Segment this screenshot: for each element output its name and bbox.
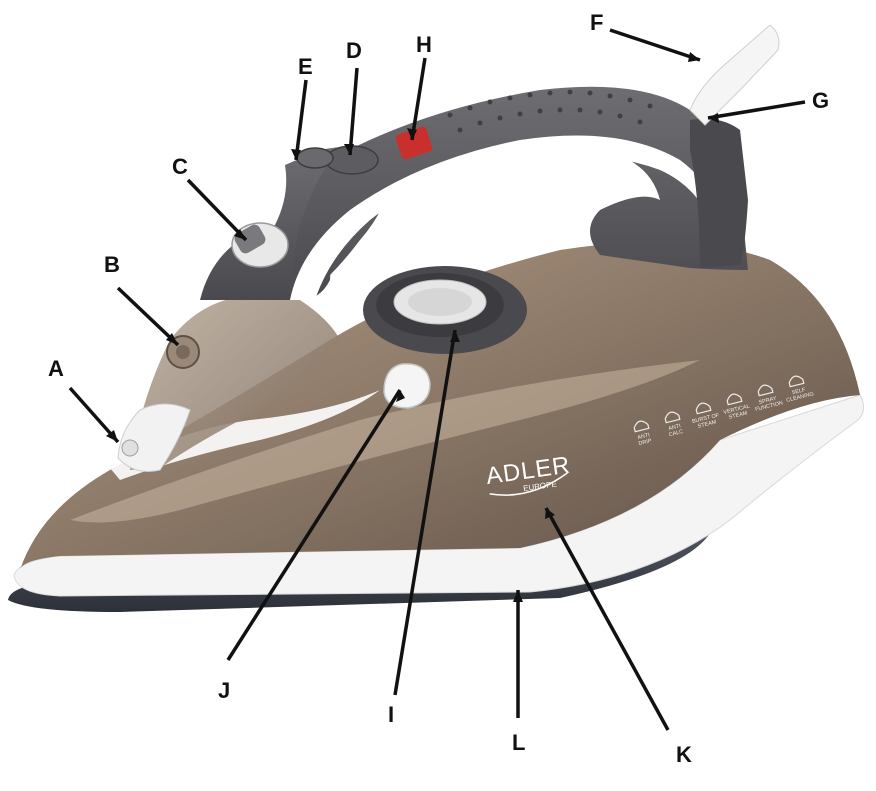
- handle-grip-dots: [447, 89, 653, 133]
- rear-heel: [690, 118, 748, 268]
- feature-anti-drip-label-2: DRIP: [638, 438, 653, 447]
- cord-protector: [689, 24, 780, 126]
- feature-anti-drip-label-1: ANTI: [637, 432, 651, 441]
- indicator-light: [395, 126, 433, 160]
- callout-line-d: [348, 67, 359, 156]
- spray-function-icon: [757, 384, 774, 397]
- feature-burst-steam-label-2: STEAM: [697, 419, 717, 430]
- steam-control-knob[interactable]: [231, 222, 289, 268]
- callout-line-i: [393, 329, 457, 696]
- callout-l: L: [512, 730, 526, 755]
- feature-anti-calc-label-2: CALC: [668, 429, 684, 438]
- callout-a: A: [48, 356, 64, 381]
- vertical-steam-icon: [726, 393, 743, 406]
- callout-line-c: [186, 178, 248, 242]
- callout-j: J: [218, 678, 231, 703]
- callout-d: D: [346, 38, 362, 63]
- callout-line-h: [410, 57, 427, 141]
- feature-self-cleaning-label-1: SELF: [791, 387, 806, 396]
- callout-lines: [68, 28, 806, 731]
- spray-button[interactable]: [296, 147, 334, 169]
- callout-line-j: [226, 389, 402, 661]
- feature-spray-function-label-1: SPRAY: [758, 396, 777, 406]
- body-white-stripe: [110, 390, 380, 480]
- callout-g: G: [812, 88, 830, 113]
- callout-k: K: [676, 742, 692, 767]
- callout-b: B: [104, 252, 120, 277]
- burst-steam-icon: [695, 402, 712, 415]
- callout-arrowheads: [106, 52, 719, 602]
- nose-cap: [117, 403, 191, 472]
- callout-i: I: [388, 702, 395, 727]
- anti-drip-icon: [633, 420, 650, 433]
- callout-line-e: [294, 79, 308, 161]
- body-highlight: [70, 360, 700, 523]
- callout-line-k: [544, 507, 670, 731]
- self-cleaning-icon: [788, 375, 805, 388]
- callout-h: H: [416, 32, 432, 57]
- spray-nozzle: [121, 439, 139, 457]
- callout-line-g: [707, 100, 806, 120]
- callout-line-f: [609, 28, 701, 62]
- callout-line-b: [116, 286, 180, 347]
- callout-e: E: [298, 54, 313, 79]
- callout-c: C: [172, 154, 188, 179]
- feature-anti-calc-label-1: ANTI: [668, 423, 682, 432]
- anti-calc-icon: [664, 411, 681, 424]
- feature-vertical-steam-label-2: STEAM: [728, 410, 748, 421]
- callout-f: F: [590, 10, 604, 35]
- temperature-dial[interactable]: [363, 266, 527, 354]
